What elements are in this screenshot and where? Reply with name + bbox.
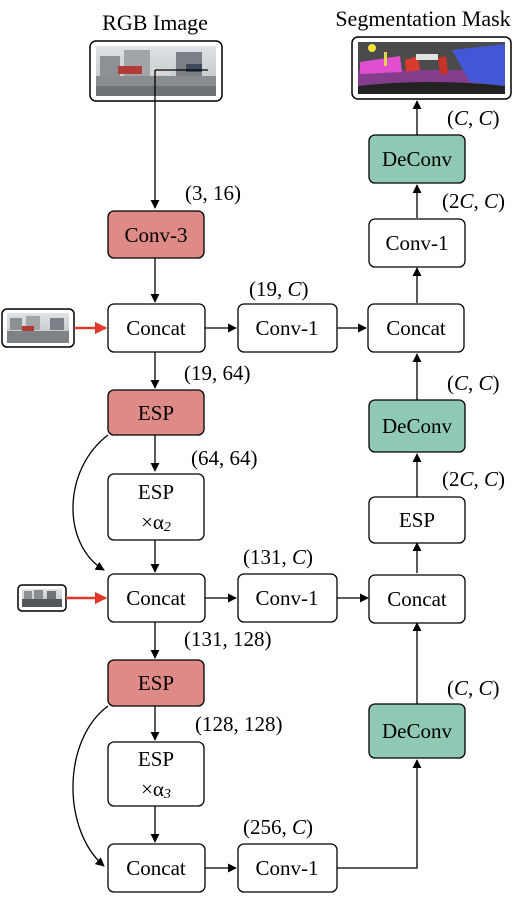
input-thumbnail-quarter-res [17,584,67,612]
dim-concat1-out: (19, 64) [184,361,251,385]
esp-label-2: ESP [138,671,174,695]
esp-block-1: ESP [107,389,205,436]
esp-block-2: ESP [107,659,205,707]
dim-deconv-mid: (C, C) [447,371,500,395]
esp-repeat-block-1: ESP ×α2 [107,473,205,541]
concat-decoder-label-1: Concat [386,316,446,340]
esp-repeat-label-2: ESP [138,747,174,771]
dim-concat2-out: (131, 128) [184,627,272,651]
edge-esp2-skip [72,705,109,867]
deconv-label-top: DeConv [382,147,452,171]
conv1-decoder-label: Conv-1 [386,231,449,255]
conv1-label-a: Conv-1 [256,316,319,340]
conv1-decoder-block: Conv-1 [368,218,466,268]
input-thumbnail-half-res [1,308,75,348]
edges [66,69,422,873]
concat-label-2: Concat [126,586,186,610]
concat-block-2: Concat [107,573,206,623]
dim-esp2-out: (128, 128) [195,712,283,736]
conv1-label-c: Conv-1 [256,856,319,880]
esp-decoder-label: ESP [399,508,435,532]
conv1-block-a: Conv-1 [237,303,338,353]
concat-block-3: Concat [107,843,206,893]
dim-conv3: (3, 16) [185,181,241,205]
concat-label-1: Concat [126,316,186,340]
deconv-block-mid: DeConv [368,399,466,453]
conv3-block: Conv-3 [107,210,205,259]
esp-label-1: ESP [138,401,174,425]
dim-conv1-c: (256, C) [243,815,313,839]
edge-conv1c-to-deconv-bottom [337,759,422,869]
dim-esp1-out: (64, 64) [191,446,258,470]
deconv-label-bottom: DeConv [382,719,452,743]
concat-block-1: Concat [107,303,206,353]
dim-deconv-top: (C, C) [447,106,500,130]
conv1-label-b: Conv-1 [256,586,319,610]
dim-conv1-a: (19, C) [249,277,309,301]
concat-decoder-label-2: Concat [387,587,447,611]
dim-deconv-bottom: (C, C) [447,676,500,700]
concat-decoder-block-2: Concat [368,574,466,624]
edge-esp1-skip [72,434,109,571]
dim-esp-decoder: (2C, C) [442,467,505,491]
dim-conv1-decoder: (2C, C) [442,189,505,213]
deconv-block-top: DeConv [368,134,466,184]
deconv-label-mid: DeConv [382,414,452,438]
concat-label-3: Concat [126,856,186,880]
conv1-block-c: Conv-1 [237,843,338,893]
esp-repeat-label-1: ESP [138,480,174,504]
conv1-block-b: Conv-1 [237,573,338,623]
segmentation-mask-title: Segmentation Mask [335,6,510,31]
rgb-image-thumbnail [89,40,223,102]
deconv-block-bottom: DeConv [368,703,466,759]
concat-decoder-block-1: Concat [367,303,465,353]
esp-repeat-block-2: ESP ×α3 [107,741,205,807]
esp-decoder-block: ESP [368,496,466,544]
segmentation-mask-thumbnail [351,36,512,100]
esp-repeat-multiplier-1: ×α2 [141,510,171,535]
dim-conv1-b: (131, C) [243,545,313,569]
conv3-label: Conv-3 [125,223,188,247]
esp-repeat-multiplier-2: ×α3 [141,777,171,802]
rgb-image-title: RGB Image [102,10,208,35]
